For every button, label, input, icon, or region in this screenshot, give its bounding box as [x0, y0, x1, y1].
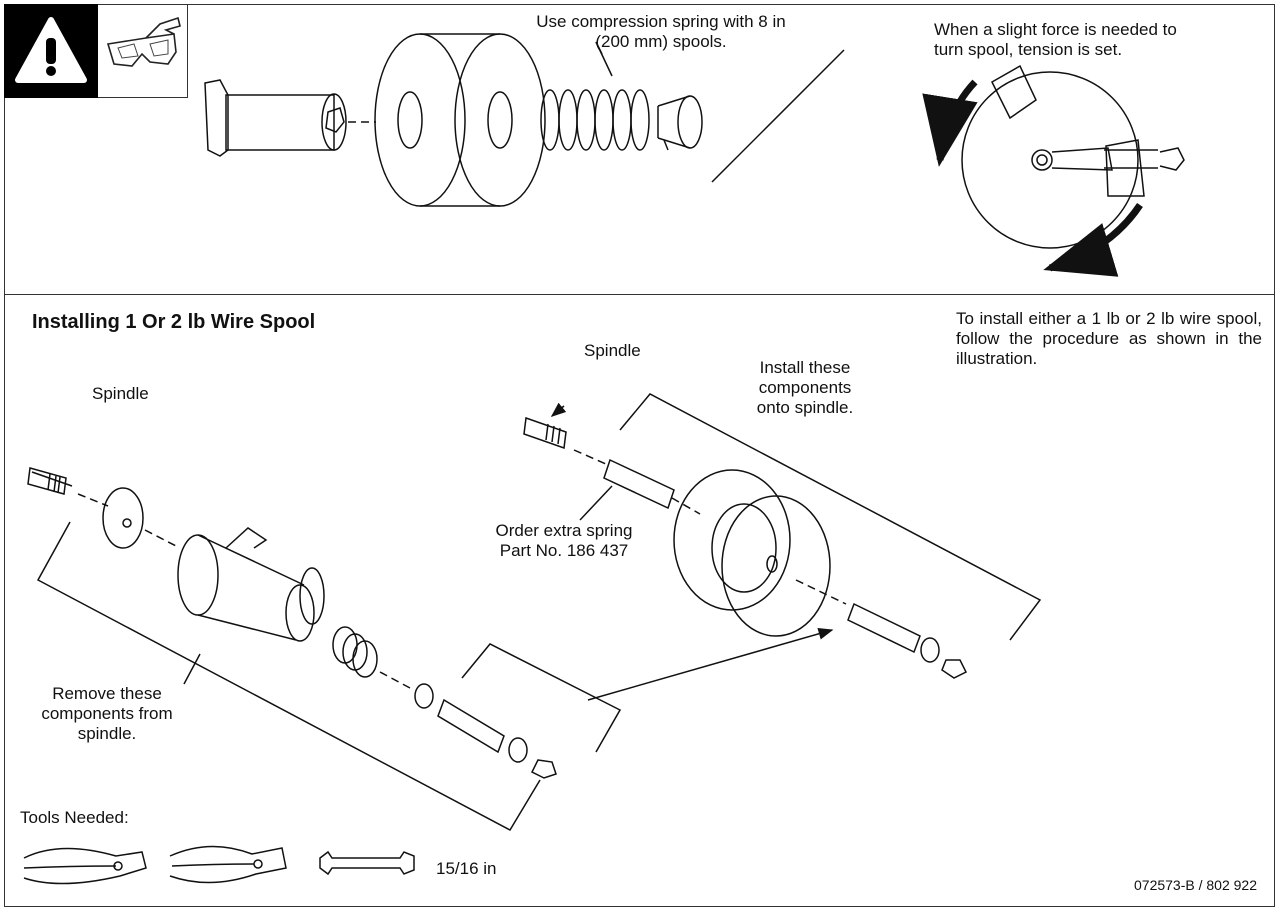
section-intro: To install either a 1 lb or 2 lb wire sp… — [956, 309, 1262, 368]
tension-spring-left — [437, 698, 505, 754]
nut-right — [941, 659, 968, 679]
spool-hub — [204, 79, 347, 157]
wire-spool — [374, 33, 546, 207]
tension-note: When a slight force is needed to turn sp… — [934, 20, 1177, 59]
nut-left — [530, 759, 557, 779]
part-code: 072573-B / 802 922 — [1134, 877, 1257, 893]
order-spring-part: Part No. 186 437 — [499, 541, 629, 560]
spring-removed — [332, 626, 378, 678]
tension-spring-install — [603, 458, 675, 510]
retaining-clip — [657, 95, 703, 151]
pliers-icon — [23, 847, 147, 885]
section-title: Installing 1 Or 2 lb Wire Spool — [32, 311, 316, 333]
install-label: Install these components onto spindle. — [756, 358, 854, 417]
wrench-size-label: 15/16 in — [436, 859, 497, 878]
remove-label: Remove these components from spindle. — [41, 684, 173, 743]
order-spring-label: Order extra spring Part No. 186 437 — [466, 521, 662, 561]
wrench-icon — [319, 850, 415, 876]
spring-install-right — [847, 602, 921, 654]
safety-glasses-icon — [98, 4, 188, 98]
spool-hub-removed — [177, 527, 315, 642]
spindle-left — [27, 467, 67, 495]
retaining-ring — [299, 567, 325, 625]
compression-spring — [540, 89, 650, 151]
warning-icon — [4, 4, 98, 98]
page-frame — [4, 4, 1275, 907]
spindle-label-right: Spindle — [584, 341, 641, 360]
washer-left — [414, 683, 434, 709]
wire-spool-install — [673, 469, 831, 637]
turn-arrow-bottom — [1043, 203, 1143, 277]
spring-note: Use compression spring with 8 in (200 mm… — [536, 12, 786, 51]
spindle-right — [523, 416, 567, 450]
turn-arrow-left — [922, 79, 978, 167]
spindle-label-left: Spindle — [92, 384, 149, 403]
order-spring-line1: Order extra spring — [495, 521, 633, 540]
flat-washer-large — [102, 487, 144, 549]
tools-needed-label: Tools Needed: — [20, 808, 129, 827]
tension-diagram — [961, 64, 1185, 249]
wire-cutter-icon — [169, 845, 287, 884]
section-divider — [4, 294, 1275, 295]
